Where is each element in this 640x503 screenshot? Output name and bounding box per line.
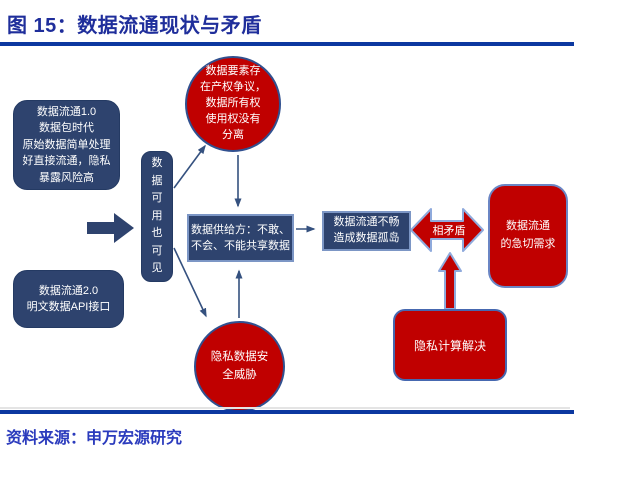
source-text: 资料来源：申万宏源研究 xyxy=(6,430,183,447)
privacy-computing-label: 隐私计算解决 xyxy=(413,338,486,353)
ownership-dispute-label: 数据要素存 在产权争议， 数据所有权 使用权没有 分离 xyxy=(200,65,266,141)
data-flow-2-label: 数据流通2.0 明文数据API接口 xyxy=(26,284,111,314)
data-isolation-label: 数据流通不畅 造成数据孤岛 xyxy=(333,216,400,244)
privacy-computing-up-arrow xyxy=(438,252,462,310)
footer-divider-gray xyxy=(0,407,570,409)
figure-title: 图 15：数据流通现状与矛盾 xyxy=(7,15,262,37)
data-usable-visible-box: 数 据 可 用 也 可 见 xyxy=(141,151,173,282)
privacy-threat-label: 隐私数据安 全威胁 xyxy=(210,351,269,381)
data-usable-visible-label: 数 据 可 用 也 可 见 xyxy=(151,156,163,275)
data-supplier-box: 数据供给方：不敢、 不会、不能共享数据 xyxy=(187,214,294,262)
arrow-visible-to-ownership xyxy=(173,144,206,189)
data-flow-1-label: 数据流通1.0 数据包时代 原始数据简单处理 好直接流通，隐私 暴露风险高 xyxy=(22,105,111,184)
footer-divider xyxy=(0,410,574,414)
data-flow-2-box: 数据流通2.0 明文数据API接口 xyxy=(13,270,124,328)
data-isolation-box: 数据流通不畅 造成数据孤岛 xyxy=(322,211,411,251)
contradiction-label: 相矛盾 xyxy=(432,225,466,237)
contradiction-double-arrow xyxy=(410,208,484,252)
ownership-dispute-circle: 数据要素存 在产权争议， 数据所有权 使用权没有 分离 xyxy=(185,56,281,152)
privacy-computing-box: 隐私计算解决 xyxy=(393,309,507,381)
data-flow-1-box: 数据流通1.0 数据包时代 原始数据简单处理 好直接流通，隐私 暴露风险高 xyxy=(13,100,120,190)
arrow-visible-to-threat xyxy=(173,247,207,318)
urgent-demand-box: 数据流通 的急切需求 xyxy=(488,184,568,288)
data-supplier-label: 数据供给方：不敢、 不会、不能共享数据 xyxy=(191,223,290,253)
title-underline xyxy=(0,42,574,46)
urgent-demand-label: 数据流通 的急切需求 xyxy=(500,220,556,250)
thick-right-arrow xyxy=(87,213,134,243)
privacy-threat-circle: 隐私数据安 全威胁 xyxy=(194,321,285,412)
